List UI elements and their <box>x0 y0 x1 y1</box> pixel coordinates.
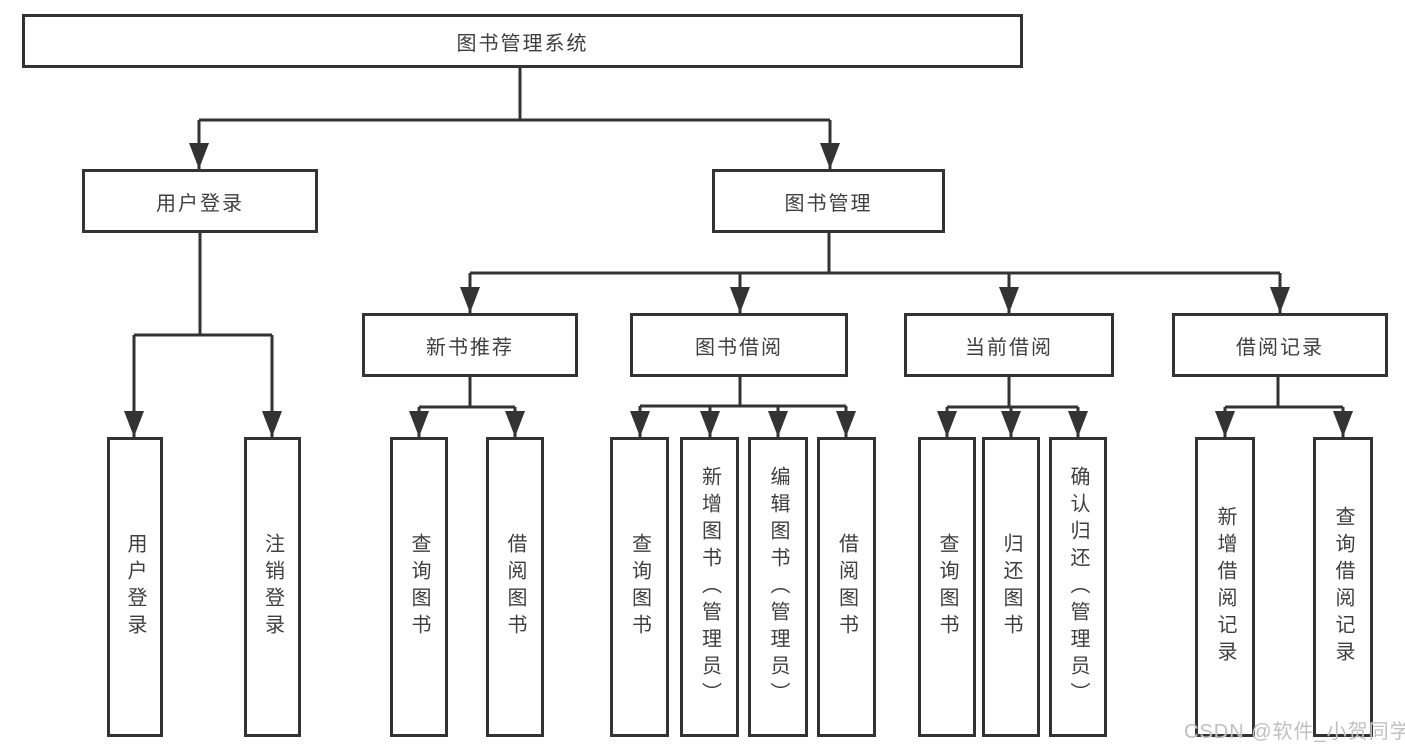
connector-borrow-records <box>1225 377 1343 409</box>
leaf-current-query-books-label: 查询图书 <box>936 533 958 641</box>
leaf-borrow-add-books-admin: 新增图书（管理员） <box>680 437 739 737</box>
node-new-book-recommend-label: 新书推荐 <box>426 336 514 359</box>
node-current-borrow-label: 当前借阅 <box>965 336 1053 359</box>
leaf-borrow-query-books: 查询图书 <box>610 437 669 737</box>
leaf-current-return-books: 归还图书 <box>982 437 1040 737</box>
leaf-current-confirm-return-admin: 确认归还（管理员） <box>1049 437 1107 737</box>
node-current-borrow: 当前借阅 <box>904 313 1114 377</box>
leaf-current-return-books-label: 归还图书 <box>1000 533 1022 641</box>
connector-new-book-recommend <box>419 377 515 409</box>
leaf-records-query-record: 查询借阅记录 <box>1313 437 1373 737</box>
leaf-borrow-edit-books-admin: 编辑图书（管理员） <box>748 437 808 737</box>
connector-book-management <box>470 233 1280 275</box>
root-node: 图书管理系统 <box>22 14 1023 68</box>
leaf-recommend-query-books: 查询图书 <box>390 437 448 737</box>
leaf-current-confirm-return-admin-label: 确认归还（管理员） <box>1067 465 1089 709</box>
node-book-borrow-label: 图书借阅 <box>695 336 783 359</box>
connector-current-borrow <box>947 377 1078 409</box>
node-borrow-records: 借阅记录 <box>1172 313 1388 377</box>
leaf-borrow-edit-books-admin-label: 编辑图书（管理员） <box>767 465 789 709</box>
csdn-watermark: CSDN @软件_小贺同学 <box>1184 721 1405 743</box>
node-book-management-label: 图书管理 <box>784 192 873 215</box>
leaf-current-query-books: 查询图书 <box>918 437 976 737</box>
connector-root <box>199 68 830 122</box>
leaf-user-login: 用户登录 <box>107 437 163 737</box>
leaf-borrow-add-books-admin-label: 新增图书（管理员） <box>698 465 721 709</box>
node-borrow-records-label: 借阅记录 <box>1236 336 1324 359</box>
leaf-records-add-record: 新增借阅记录 <box>1195 437 1255 737</box>
node-user-login-label: 用户登录 <box>156 192 244 215</box>
leaf-user-login-label: 用户登录 <box>124 533 146 641</box>
connector-book-borrow <box>640 377 846 408</box>
leaf-recommend-query-books-label: 查询图书 <box>408 533 430 641</box>
leaf-logout-label: 注销登录 <box>261 533 284 641</box>
leaf-borrow-borrow-books-label: 借阅图书 <box>835 533 858 641</box>
leaf-records-add-record-label: 新增借阅记录 <box>1214 506 1236 668</box>
node-book-management: 图书管理 <box>712 169 945 233</box>
leaf-recommend-borrow-books-label: 借阅图书 <box>504 533 526 641</box>
node-user-login: 用户登录 <box>82 169 318 233</box>
connector-user-login <box>134 233 272 337</box>
leaf-recommend-borrow-books: 借阅图书 <box>486 437 544 737</box>
leaf-borrow-borrow-books: 借阅图书 <box>817 437 876 737</box>
leaf-records-query-record-label: 查询借阅记录 <box>1332 506 1354 668</box>
leaf-borrow-query-books-label: 查询图书 <box>628 533 651 641</box>
node-book-borrow: 图书借阅 <box>630 313 848 377</box>
leaf-logout: 注销登录 <box>244 437 301 737</box>
root-node-label: 图书管理系统 <box>456 32 589 55</box>
node-new-book-recommend: 新书推荐 <box>362 313 578 377</box>
